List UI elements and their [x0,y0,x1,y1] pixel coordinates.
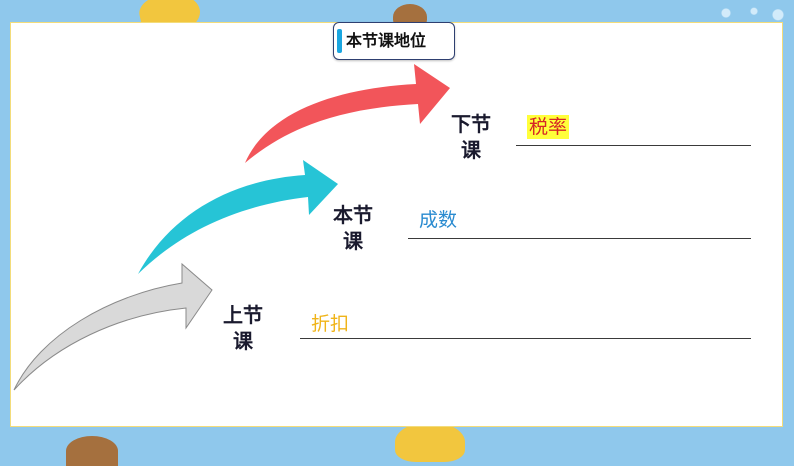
label-this-line2: 课 [343,229,363,253]
arrow-next-lesson [245,64,450,163]
label-next-line1: 下节 [451,112,491,136]
underline-prev [300,338,751,339]
label-next-line2: 课 [461,138,481,162]
progression-arrows [13,64,450,391]
label-prev-line2: 课 [233,329,253,353]
label-this-line1: 本节 [333,203,373,227]
arrow-this-lesson [138,160,338,274]
label-prev-line1: 上节 [223,303,263,327]
topic-next-lesson: 税率 [527,115,570,139]
label-this-lesson: 本节 课 [328,202,378,254]
title-box [333,22,455,60]
arrow-prev-lesson [13,262,213,391]
label-prev-lesson: 上节 课 [218,302,268,354]
topic-prev-lesson: 折扣 [311,313,350,335]
label-next-lesson: 下节 课 [446,111,496,163]
drops-decoration-icon [710,4,790,22]
title-accent-bar [337,29,342,53]
topic-this-lesson: 成数 [419,209,458,231]
page-title: 本节课地位 [346,31,427,50]
underline-next [516,145,751,146]
underline-this [408,238,751,239]
